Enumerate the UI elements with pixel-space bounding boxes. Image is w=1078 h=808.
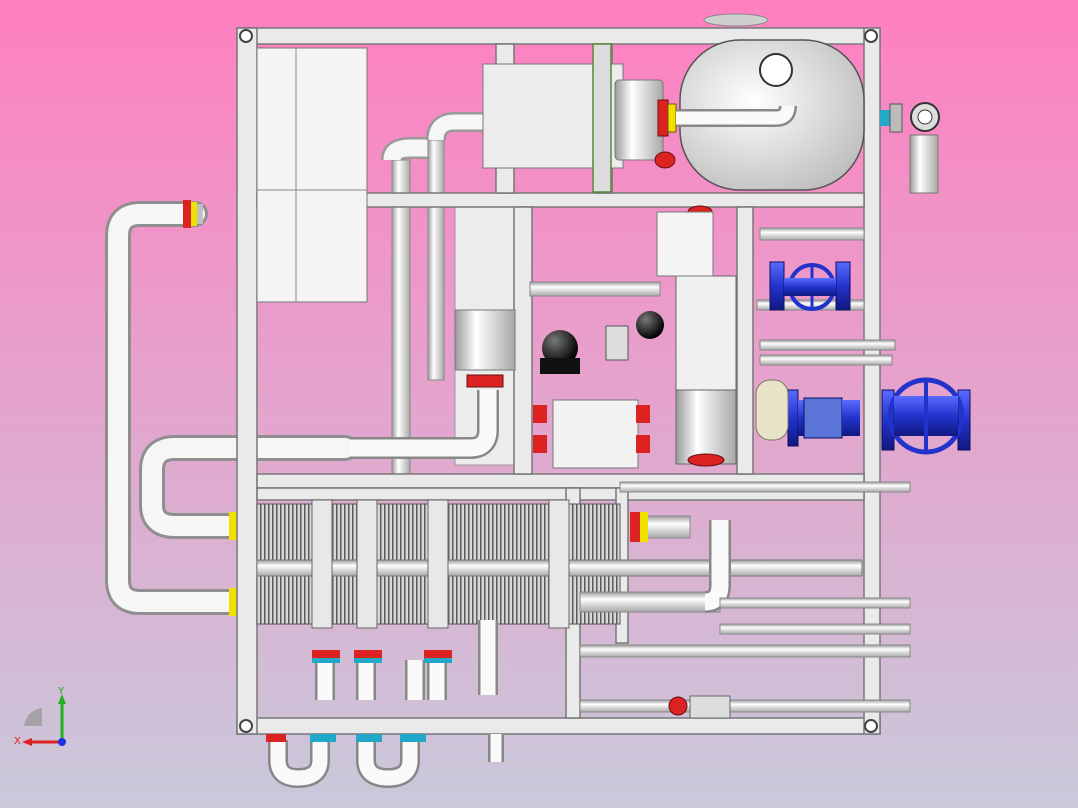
top-heat-exchanger (482, 43, 677, 193)
right-top-instrument (880, 102, 940, 194)
plate-heat-exchanger (656, 211, 737, 467)
x-axis-label: X (14, 736, 21, 746)
pressure-spheres (540, 311, 664, 374)
blue-pump-valve[interactable] (755, 377, 971, 455)
right-lower-pipes (579, 481, 911, 719)
left-loop-pipes (105, 201, 358, 615)
frame-corner-bolts (239, 29, 878, 733)
z-axis-dot (58, 738, 66, 746)
control-cabinet (256, 47, 368, 303)
bottom-u-pipes (268, 620, 504, 789)
middle-valve-cluster (350, 309, 650, 469)
storage-tank (654, 13, 865, 219)
axis-triad[interactable]: Y X (14, 686, 74, 746)
left-loop-fittings (183, 200, 237, 616)
blue-gate-valve-small[interactable] (769, 261, 851, 311)
bottom-fittings (266, 650, 452, 742)
finned-heat-exchanger (256, 499, 863, 629)
y-axis-label: Y (57, 686, 65, 697)
